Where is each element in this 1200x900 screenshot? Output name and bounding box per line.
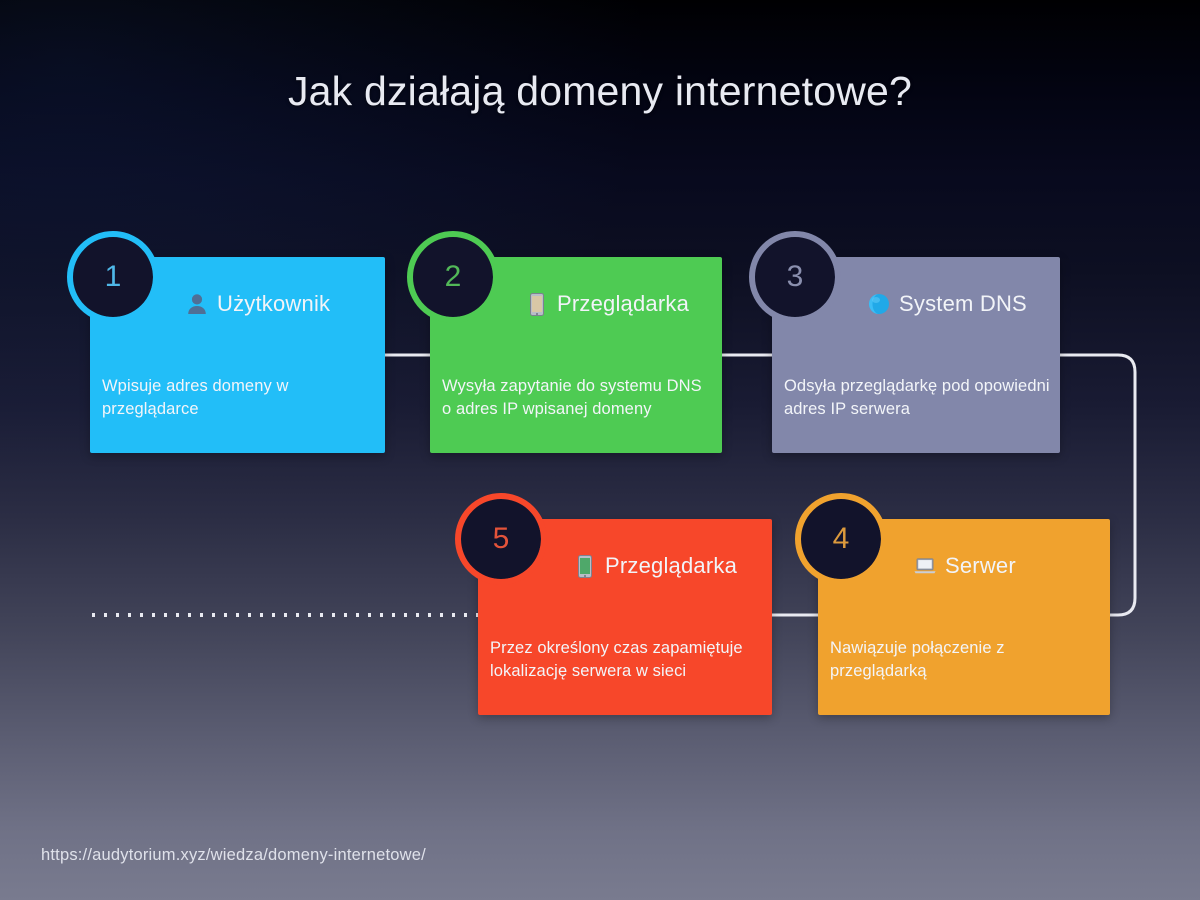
step-label-4: Serwer bbox=[945, 553, 1016, 578]
step-badge-ring-4 bbox=[795, 493, 887, 585]
step-number-badge-5: 5 bbox=[455, 493, 547, 585]
step-badge-ring-3 bbox=[749, 231, 841, 323]
step-header-2: Przeglądarka bbox=[526, 291, 689, 317]
step-description-5: Przez określony czas zapamiętuje lokaliz… bbox=[490, 639, 743, 681]
step-label-3: System DNS bbox=[899, 291, 1027, 316]
step-card-1[interactable]: 1 Użytkownik Wpisuje adres domeny w prze… bbox=[67, 231, 385, 453]
laptop-icon bbox=[914, 554, 936, 578]
step-description-1: Wpisuje adres domeny w przeglądarce bbox=[102, 377, 289, 419]
step-card-3[interactable]: 3 System DNS Odsyła przeglądarkę pod opo… bbox=[749, 231, 1060, 453]
source-url[interactable]: https://audytorium.xyz/wiedza/domeny-int… bbox=[41, 846, 426, 864]
step-description-4: Nawiązuje połączenie z przeglądarką bbox=[830, 639, 1005, 681]
step-header-4: Serwer bbox=[914, 553, 1016, 579]
step-number-badge-4: 4 bbox=[795, 493, 887, 585]
step-header-3: System DNS bbox=[868, 291, 1027, 317]
step-header-1: Użytkownik bbox=[186, 291, 330, 317]
page-title: Jak działają domeny internetowe? bbox=[287, 68, 913, 114]
step-card-5[interactable]: 5 Przeglądarka Przez określony czas zapa… bbox=[455, 493, 772, 715]
step-header-5: Przeglądarka bbox=[574, 553, 737, 579]
step-badge-ring-1 bbox=[67, 231, 159, 323]
person-icon bbox=[186, 292, 208, 316]
mobile-phone-icon bbox=[574, 554, 596, 578]
step-label-2: Przeglądarka bbox=[557, 291, 690, 316]
step-label-1: Użytkownik bbox=[217, 291, 331, 316]
step-number-badge-1: 1 bbox=[67, 231, 159, 323]
step-badge-ring-5 bbox=[455, 493, 547, 585]
globe-icon bbox=[868, 292, 890, 316]
step-label-5: Przeglądarka bbox=[605, 553, 738, 578]
step-card-2[interactable]: 2 Przeglądarka Wysyła zapytanie do syste… bbox=[407, 231, 722, 453]
step-card-4[interactable]: 4 Serwer Nawiązuje połączenie z przegląd… bbox=[795, 493, 1110, 715]
step-description-3: Odsyła przeglądarkę pod opowiedni adres … bbox=[784, 377, 1050, 419]
step-badge-ring-2 bbox=[407, 231, 499, 323]
step-description-2: Wysyła zapytanie do systemu DNS o adres … bbox=[442, 377, 702, 419]
mobile-phone-icon bbox=[526, 292, 548, 316]
step-number-badge-3: 3 bbox=[749, 231, 841, 323]
step-number-badge-2: 2 bbox=[407, 231, 499, 323]
